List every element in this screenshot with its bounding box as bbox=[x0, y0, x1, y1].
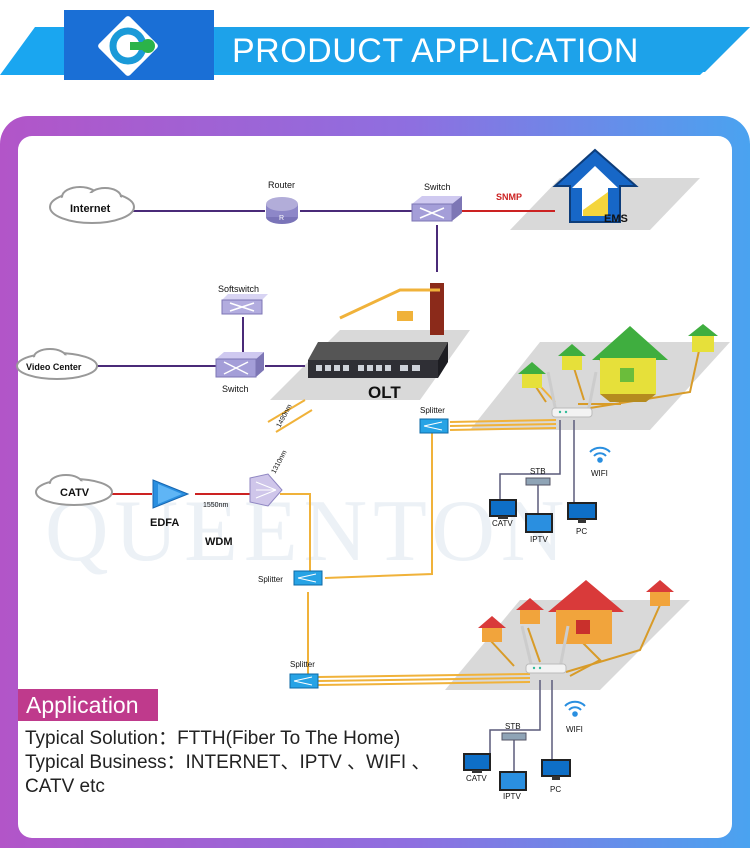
house-small-bottom-2-icon bbox=[516, 598, 544, 624]
stb-bottom-icon bbox=[501, 732, 527, 741]
splitter-bottom-label: Splitter bbox=[290, 660, 315, 669]
tv-iptv-top-icon bbox=[525, 513, 553, 533]
pc-bottom-label: PC bbox=[550, 785, 561, 794]
ems-label: EMS bbox=[604, 213, 628, 225]
catv-bottom-label: CATV bbox=[466, 774, 487, 783]
wifi-top-icon bbox=[589, 446, 611, 463]
wavelength-1550-label: 1550nm bbox=[203, 502, 228, 509]
tv-catv-top-icon bbox=[489, 499, 517, 519]
content-panel bbox=[18, 136, 732, 838]
house-small-top-3-icon bbox=[688, 324, 718, 352]
house-small-bottom-3-icon bbox=[646, 580, 674, 606]
internet-label: Internet bbox=[70, 203, 111, 215]
stb-bottom-label: STB bbox=[505, 722, 521, 731]
internet-cloud-icon bbox=[49, 186, 135, 224]
neighborhood-bottom-platform bbox=[445, 600, 690, 690]
splitter-main-label: Splitter bbox=[258, 575, 283, 584]
splitter-top-icon bbox=[419, 418, 449, 434]
stb-top-label: STB bbox=[530, 467, 546, 476]
pc-top-icon bbox=[567, 502, 597, 523]
router-wifi-top-icon bbox=[546, 371, 598, 418]
company-logo-icon bbox=[98, 16, 158, 76]
house-large-top-icon bbox=[592, 326, 668, 402]
ems-server-icon bbox=[552, 148, 639, 223]
router-wifi-bottom-icon bbox=[520, 625, 570, 674]
switch-mid-label: Switch bbox=[222, 384, 249, 394]
typical-business-text: Typical Business：INTERNET、IPTV 、WIFI 、 bbox=[25, 752, 431, 773]
wavelength-1310-label: 1310nm bbox=[271, 449, 289, 475]
application-badge: Application bbox=[18, 689, 158, 721]
svg-text:R: R bbox=[279, 215, 284, 222]
catv-cloud-icon bbox=[35, 474, 113, 506]
router-label: Router bbox=[268, 180, 295, 190]
switch-mid-icon bbox=[215, 352, 264, 378]
pc-bottom-icon bbox=[541, 759, 571, 780]
splitter-top-label: Splitter bbox=[420, 406, 445, 415]
watermark-text: QUEENTON bbox=[45, 483, 570, 580]
olt-label: OLT bbox=[368, 383, 401, 402]
wifi-bottom-label: WIFI bbox=[566, 725, 583, 734]
typical-business-text-cont: CATV etc bbox=[25, 776, 105, 797]
wdm-label: WDM bbox=[205, 536, 233, 548]
iptv-bottom-label: IPTV bbox=[503, 792, 521, 801]
splitter-bottom-icon bbox=[289, 673, 319, 689]
iptv-top-label: IPTV bbox=[530, 535, 548, 544]
house-small-bottom-1-icon bbox=[478, 616, 506, 642]
wifi-top-label: WIFI bbox=[591, 469, 608, 478]
tv-iptv-bottom-icon bbox=[499, 771, 527, 791]
typical-solution-text: Typical Solution：FTTH(Fiber To The Home) bbox=[25, 728, 401, 749]
edfa-label: EDFA bbox=[150, 517, 179, 529]
page-title: PRODUCT APPLICATION bbox=[232, 32, 639, 70]
central-office-icon bbox=[339, 283, 444, 335]
tv-catv-bottom-icon bbox=[463, 753, 491, 773]
catv-source-label: CATV bbox=[60, 487, 90, 499]
switch-top-label: Switch bbox=[424, 182, 451, 192]
house-small-top-1-icon bbox=[518, 362, 546, 388]
splitter-main-icon bbox=[293, 570, 323, 586]
wdm-icon bbox=[249, 473, 283, 507]
softswitch-label: Softswitch bbox=[218, 284, 259, 294]
stb-top-icon bbox=[525, 477, 551, 486]
video-center-cloud-icon bbox=[16, 348, 98, 380]
wifi-bottom-icon bbox=[564, 700, 586, 717]
pc-top-label: PC bbox=[576, 527, 587, 536]
header-banner bbox=[0, 10, 750, 80]
house-small-top-2-icon bbox=[558, 344, 586, 370]
snmp-label: SNMP bbox=[496, 192, 522, 202]
edfa-amplifier-icon bbox=[152, 479, 190, 509]
catv-top-label: CATV bbox=[492, 519, 513, 528]
softswitch-icon bbox=[221, 294, 268, 315]
video-center-label: Video Center bbox=[26, 362, 82, 372]
olt-device-icon bbox=[308, 342, 448, 378]
router-icon: R bbox=[266, 197, 298, 224]
switch-top-icon bbox=[411, 196, 462, 222]
